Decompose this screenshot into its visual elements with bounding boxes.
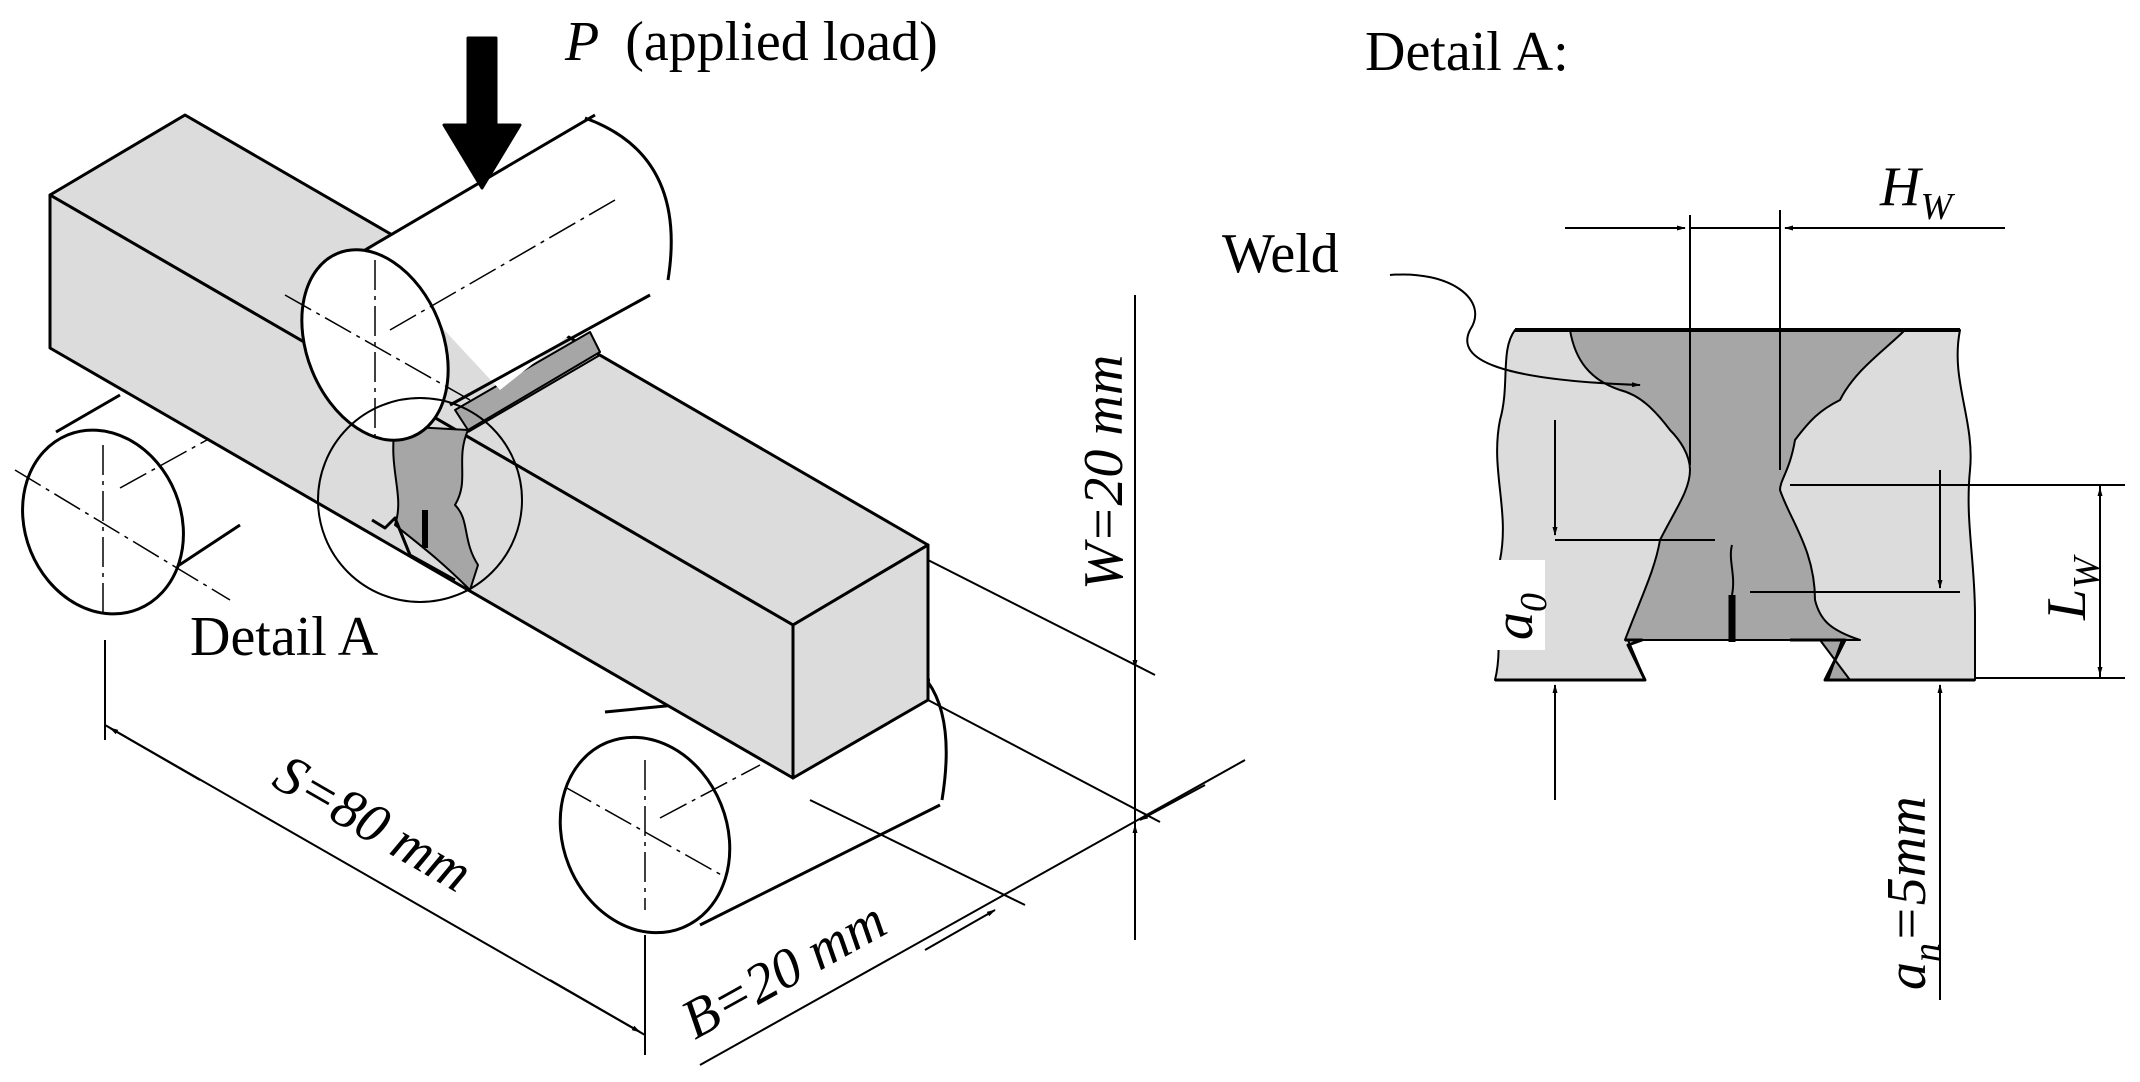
detail-a-circle <box>317 397 523 603</box>
weld-length-label: LW <box>2036 554 2108 621</box>
applied-load-arrow <box>442 36 522 190</box>
notch-label: an=5mm <box>1876 796 1948 990</box>
specimen-3d <box>14 36 950 935</box>
detail-a-section <box>1494 210 1976 682</box>
svg-text:P (applied load): P (applied load) <box>564 11 938 73</box>
load-label: (applied load) <box>625 11 938 73</box>
specimen-dimensions <box>104 295 1246 1066</box>
weld-label: Weld <box>1222 223 1339 285</box>
weld-height-label: HW <box>1879 156 1955 228</box>
detail-title: Detail A: <box>1365 21 1569 83</box>
detail-dimensions <box>1389 225 2125 1000</box>
left-support-roller <box>14 393 241 618</box>
load-symbol: P <box>564 11 599 73</box>
span-label: S=80 mm <box>264 743 483 905</box>
a0-label-background <box>1480 560 1545 650</box>
width-label: W=20 mm <box>1073 355 1135 590</box>
initial-crack-label: a0 <box>1483 593 1555 640</box>
detail-callout-label: Detail A <box>190 606 379 668</box>
loading-roller <box>284 113 673 442</box>
right-support-roller <box>558 678 950 935</box>
